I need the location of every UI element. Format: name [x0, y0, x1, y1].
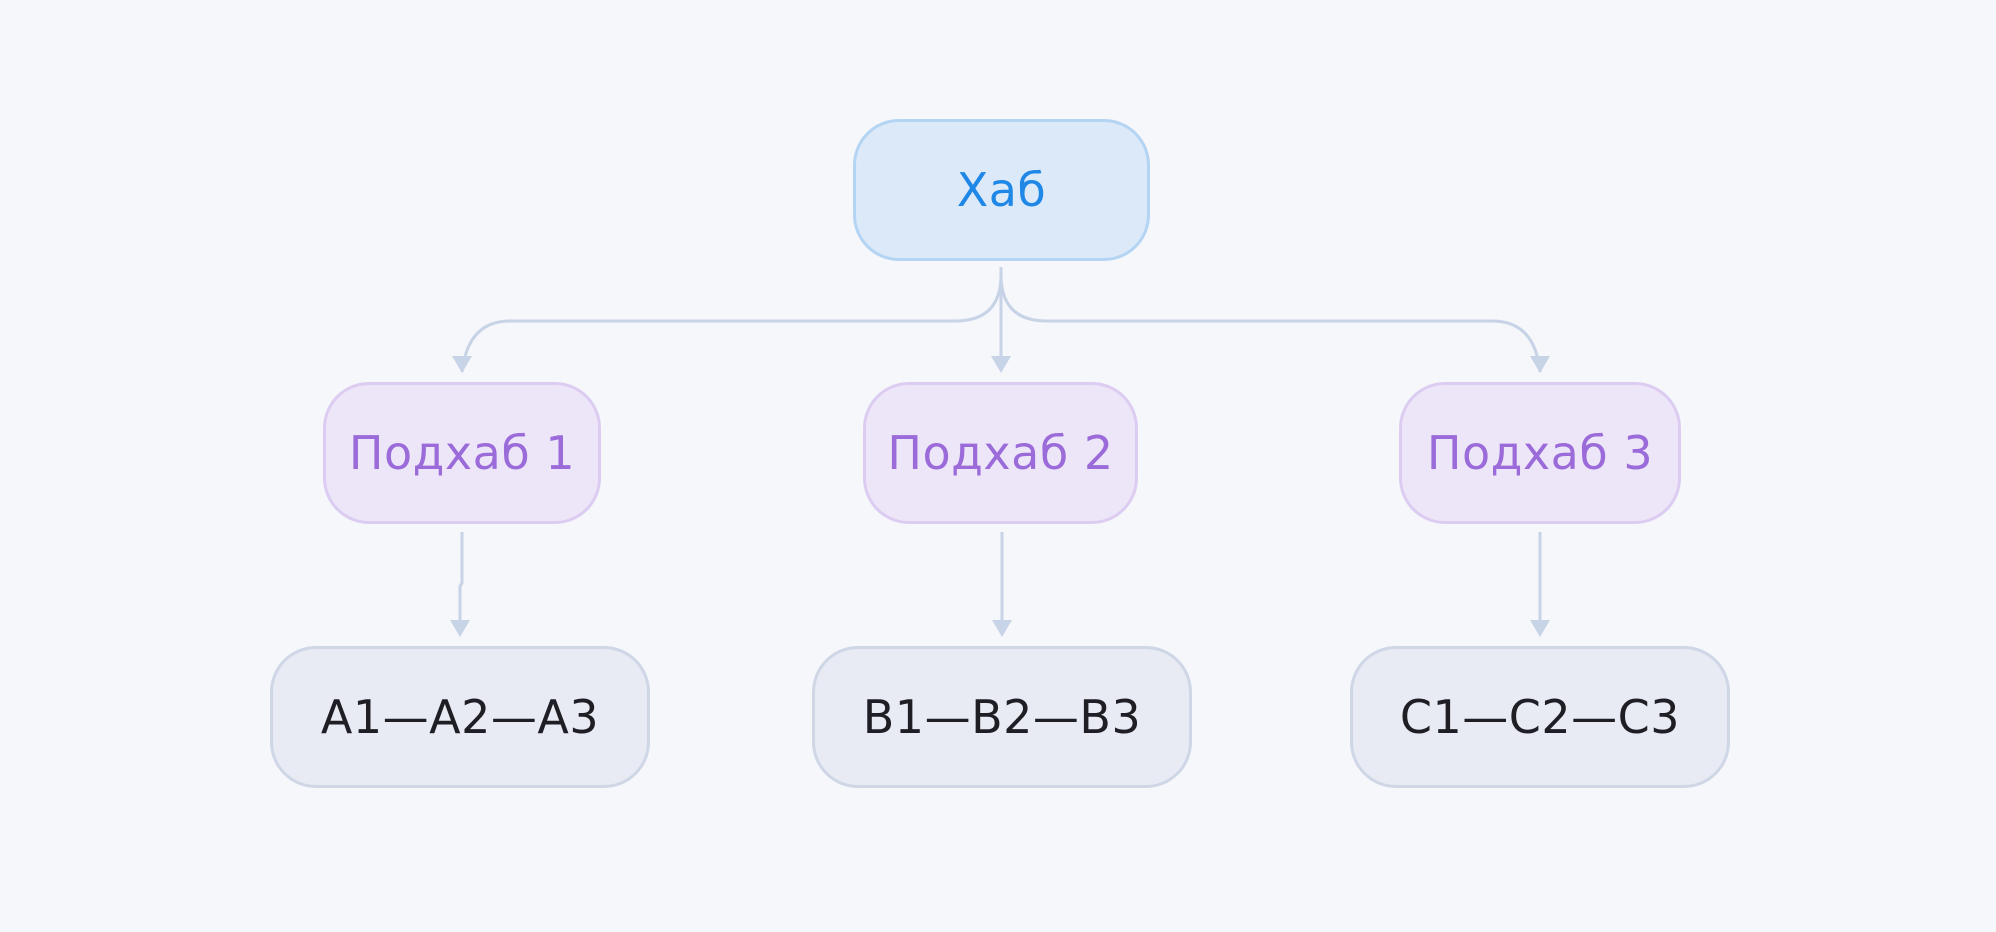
leaf-label-b: B1—B2—B3: [862, 690, 1142, 744]
edge-hub-to-subhub-3: [999, 267, 1542, 373]
arrowhead-leaf-a: [450, 620, 470, 637]
leaf-node-b: B1—B2—B3: [812, 646, 1192, 788]
leaf-node-c: C1—C2—C3: [1350, 646, 1730, 788]
arrowhead-leaf-c: [1530, 620, 1550, 637]
leaf-label-a: A1—A2—A3: [320, 690, 600, 744]
subhub-label-2: Подхаб 2: [887, 426, 1114, 480]
arrowhead-subhub-1: [452, 356, 472, 373]
subhub-node-2: Подхаб 2: [863, 382, 1138, 524]
leaf-node-a: A1—A2—A3: [270, 646, 650, 788]
subhub-node-1: Подхаб 1: [323, 382, 601, 524]
arrowhead-subhub-3: [1530, 356, 1550, 373]
subhub-node-3: Подхаб 3: [1399, 382, 1681, 524]
subhub-label-1: Подхаб 1: [348, 426, 576, 480]
subhub-label-3: Подхаб 3: [1426, 426, 1654, 480]
edge-hub-to-subhub-1: [460, 267, 1003, 373]
leaf-label-c: C1—C2—C3: [1399, 690, 1681, 744]
hub-label: Хаб: [956, 163, 1047, 217]
hub-node: Хаб: [853, 119, 1150, 261]
arrowhead-leaf-b: [992, 620, 1012, 637]
arrowhead-subhub-2: [991, 356, 1011, 373]
edge-subhub-1-to-leaf-a: [458, 532, 464, 622]
